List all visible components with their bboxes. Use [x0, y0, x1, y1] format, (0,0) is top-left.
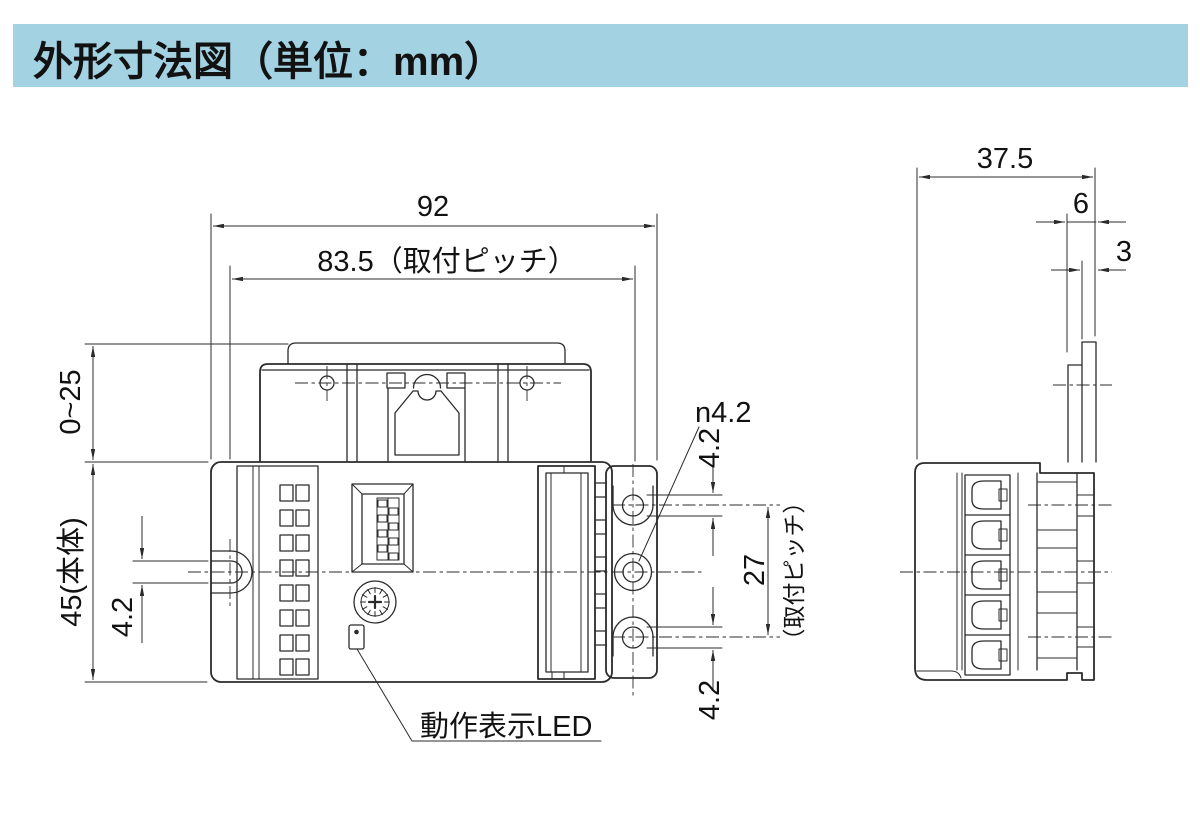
leader-lines: [356, 426, 700, 742]
mounting-hole-middle-boss: [613, 552, 653, 592]
terminal-screw-slots: [998, 488, 1008, 662]
dim-text-0-25: 0~25: [55, 369, 87, 434]
led-indicator: [348, 624, 365, 650]
din-bracket: [259, 342, 592, 463]
mounting-slot-bosses: [612, 485, 654, 657]
mounting-hole-bottom: [621, 626, 645, 649]
dip-switch-well: [361, 493, 405, 565]
dim-text-6: 6: [1073, 188, 1089, 220]
rotary-outer: [353, 580, 397, 624]
front-view: 92 83.5（取付ピッチ） 0~25 45(本体) 4.2 n4.2 4.2 …: [55, 191, 807, 743]
rotary-teeth: [360, 587, 390, 617]
dim-text-45: 45(本体): [55, 517, 88, 627]
dim-text-27-note: （取付ピッチ）: [781, 491, 807, 652]
bracket-top-plate: [287, 342, 566, 364]
side-parting-line: [916, 670, 962, 679]
mounting-hole-middle: [622, 561, 644, 583]
rotary-cross-slot: [367, 594, 383, 610]
terminal-stack-frame: [964, 474, 1011, 676]
flange-outline: [605, 465, 658, 679]
page-title: 外形寸法図（単位：mm）: [33, 40, 504, 84]
connector-pins: [594, 482, 607, 646]
main-body: [210, 461, 613, 683]
side-body-outline: [914, 462, 1095, 681]
extension-lines-front: [84, 213, 723, 683]
mounting-hole-top: [621, 494, 645, 517]
bracket-hole-left: [319, 375, 335, 391]
header: 外形寸法図（単位：mm）: [13, 24, 1188, 87]
body-outline: [210, 461, 613, 683]
side-flange-steps: [1036, 472, 1095, 671]
bracket-body: [259, 363, 592, 462]
side-cavity-lines: [956, 472, 1019, 671]
connector: [537, 465, 607, 680]
header-bar: [13, 24, 1188, 87]
dim-text-37-5: 37.5: [977, 143, 1033, 175]
dim-text-83-5: 83.5（取付ピッチ）: [317, 245, 576, 278]
terminal-squares: [279, 484, 310, 676]
connector-inner: [545, 472, 589, 673]
bracket-hole-right: [519, 375, 535, 391]
center-lines-front: [188, 366, 780, 699]
terminal-screws: [971, 480, 1002, 670]
dip-switch-bevels: [351, 483, 414, 573]
dip-switch-frame: [351, 483, 414, 573]
led-label: 動作表示LED: [420, 710, 592, 743]
dip-switch-actuators: [377, 499, 399, 561]
dim-text-3: 3: [1116, 236, 1132, 268]
terminal-dividers: [964, 514, 1011, 636]
center-lines-side: [900, 384, 1112, 638]
rotary-switch: [353, 580, 397, 624]
din-clip: [386, 372, 466, 463]
hole-dia-label: n4.2: [695, 397, 751, 429]
terminal-block-ribs: [252, 465, 260, 680]
extension-lines-side: [916, 167, 1096, 460]
connector-ribs: [550, 465, 582, 680]
dim-text-bottom-slot: 4.2: [694, 680, 726, 720]
dip-switch: [351, 483, 414, 573]
flange-step-tabs: [1036, 481, 1095, 659]
led-window: [348, 624, 365, 650]
mounting-flange: [605, 465, 658, 679]
din-hook-profile: [1067, 341, 1097, 463]
bracket-ribs: [346, 363, 509, 462]
led-dot: [354, 629, 359, 635]
dim-text-left-slot: 4.2: [107, 597, 139, 637]
terminal-block: [236, 465, 319, 680]
side-terminal-stack: [964, 474, 1011, 676]
dim-text-27: 27: [739, 554, 771, 586]
connector-outline: [537, 465, 596, 680]
flange-step-verticals: [1036, 472, 1078, 671]
dim-text-top-slot: 4.2: [694, 428, 726, 468]
side-view: 37.5 6 3: [900, 143, 1132, 681]
dim-text-92: 92: [417, 191, 449, 223]
